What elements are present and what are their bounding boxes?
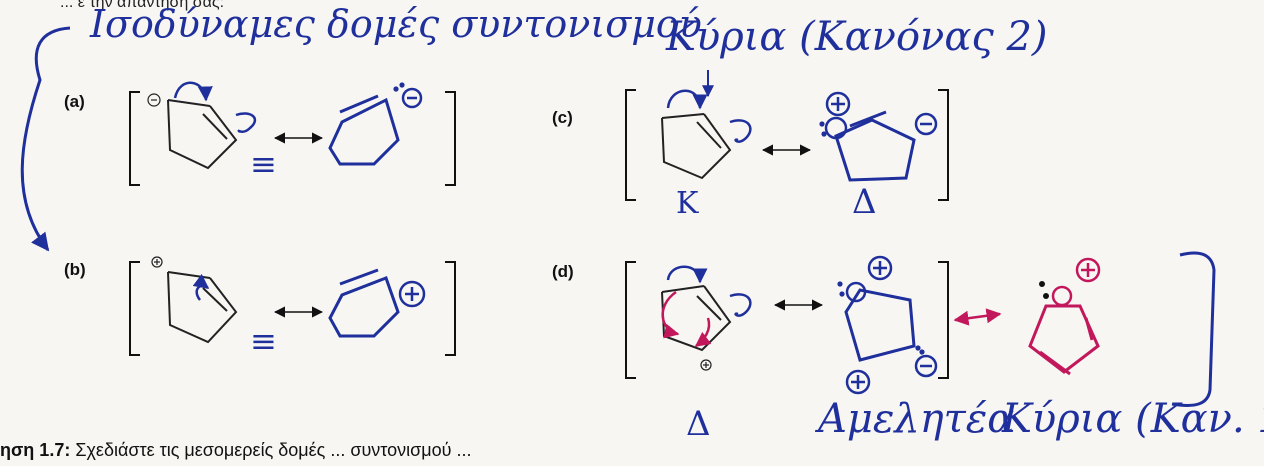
- panel-d-structures: [625, 251, 1216, 407]
- annotation-k: Κ: [676, 186, 699, 221]
- panel-label-b: (b): [64, 260, 86, 279]
- annotation-negligible: Αμελητέα: [818, 396, 1015, 442]
- annotation-delta-d: Δ: [686, 404, 711, 444]
- caption-text: Σχεδιάστε τις μεσομερείς δομές ... συντο…: [75, 440, 472, 460]
- panel-label-c: (c): [552, 108, 573, 127]
- panel-label-a: (a): [64, 92, 85, 111]
- curved-arrow-a-to-b-icon: [20, 26, 71, 252]
- annotation-equivalent-structures: Ισοδύναμες δομές συντονισμού: [90, 2, 702, 46]
- header-fragment: ... ε την απάντησή σας:: [60, 0, 225, 11]
- equivalence-symbol-a: ≡: [250, 145, 277, 183]
- annotation-delta-c: Δ: [852, 182, 877, 222]
- panel-c-structures: [625, 70, 949, 201]
- annotation-major-rule1: Κύρια (Καν. 1): [1002, 396, 1264, 442]
- annotation-major-rule2: Κύρια (Κανόνας 2): [666, 14, 1048, 60]
- panel-a-structures: [129, 81, 456, 186]
- panel-label-d: (d): [552, 262, 574, 281]
- panel-b-structures: [129, 256, 456, 356]
- equivalence-symbol-b: ≡: [250, 322, 277, 360]
- caption-number: ηση 1.7:: [0, 440, 71, 460]
- exercise-caption: ηση 1.7: Σχεδιάστε τις μεσομερείς δομές …: [0, 440, 472, 461]
